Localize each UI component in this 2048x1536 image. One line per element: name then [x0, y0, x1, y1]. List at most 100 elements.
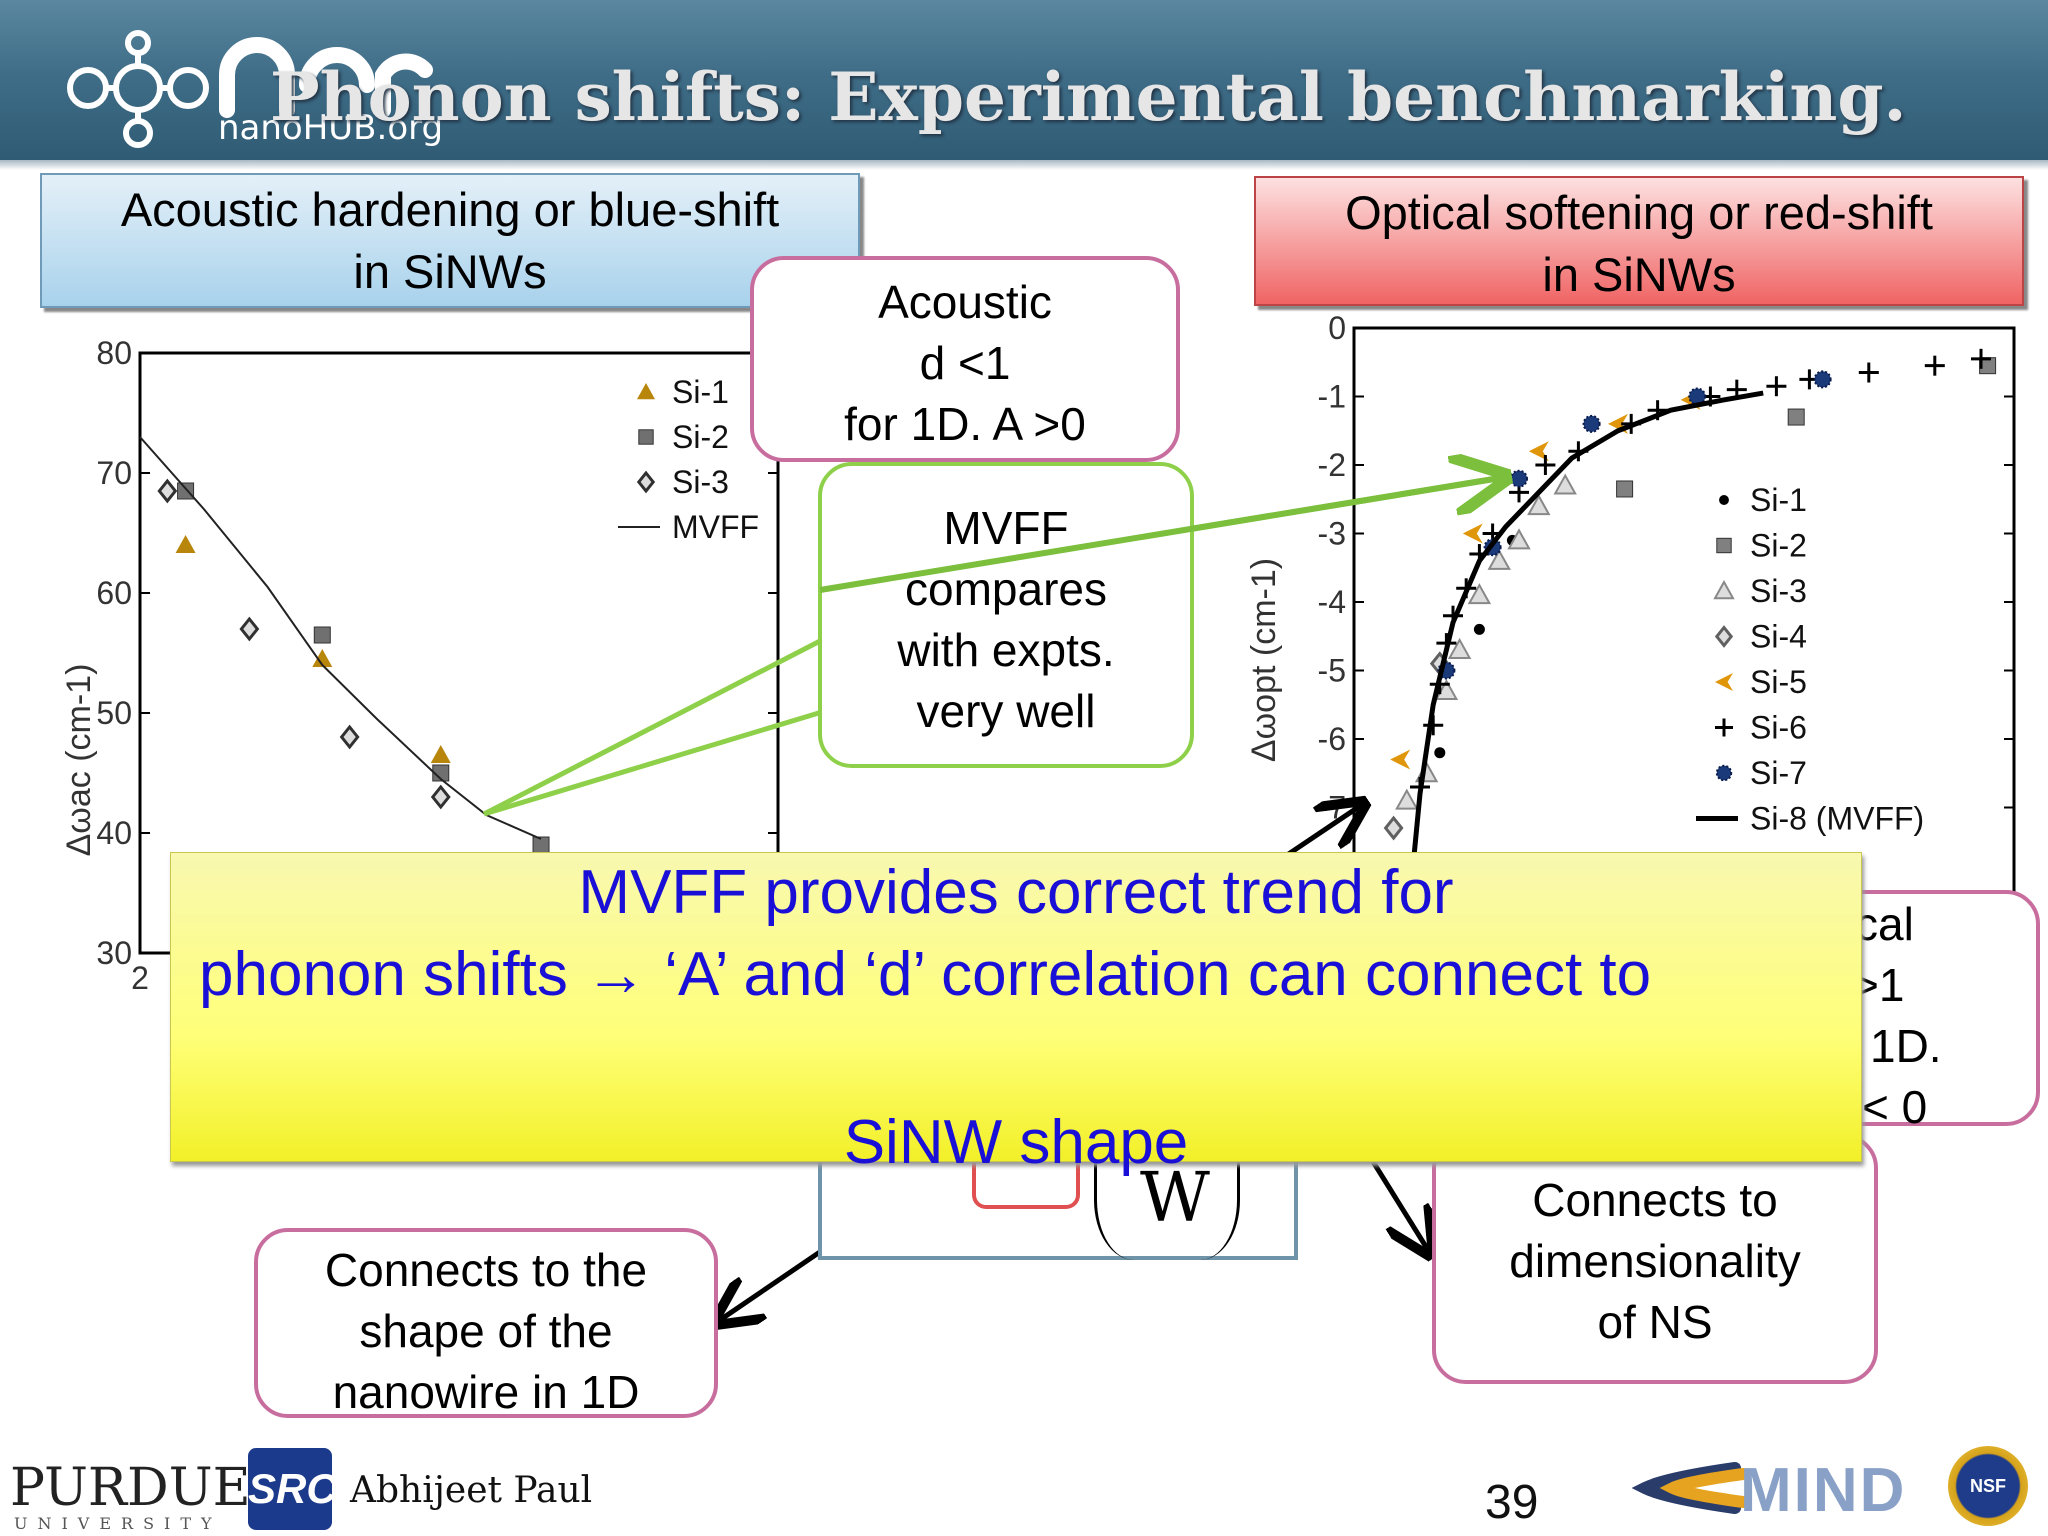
data-point-Si-3 [1467, 583, 1492, 605]
mvff-callout: MVFF compares with expts. very well [818, 462, 1194, 768]
legend-label: Si-5 [1750, 664, 1807, 700]
acoustic-y-axis-label: Δωac (cm-1) [60, 664, 98, 857]
acoustic-series [139, 436, 550, 854]
data-point-Si-7 [1813, 370, 1832, 389]
legend-marker [1715, 718, 1733, 737]
formula-paren [1094, 1104, 1240, 1260]
dimensionality-callout-line1: Connects to [1532, 1174, 1778, 1226]
data-point-Si-2 [313, 626, 331, 644]
data-point-Si-2 [432, 764, 450, 782]
mind-swoosh-icon [1631, 1462, 1749, 1514]
shape-callout-line1: Connects to the [324, 1244, 648, 1296]
optical-callout-line3: 1D. [1870, 1020, 1942, 1072]
data-point-Si-3 [1434, 678, 1459, 701]
data-point-Si-6 [1535, 455, 1556, 475]
legend-marker [1719, 495, 1729, 505]
legend-marker [1714, 625, 1734, 648]
legend-marker [1713, 579, 1735, 600]
y-tick-label: 70 [96, 455, 132, 491]
nanohub-logo-text: nanoHUB.org [218, 108, 444, 148]
x-tick-label: 2 [131, 960, 149, 996]
y-tick-label: 50 [96, 695, 132, 731]
mind-logo: MIND [1740, 1456, 1907, 1525]
data-point-Si-2 [1787, 408, 1805, 426]
purdue-logo: PURDUE [10, 1458, 251, 1518]
y-tick-label: 40 [96, 815, 132, 851]
optical-series [1383, 348, 1997, 863]
optical-title-line1: Optical softening or red-shift [1345, 186, 1933, 239]
data-point-Si-1 [312, 649, 333, 667]
optical-plot-frame [1352, 326, 2016, 920]
page-number: 39 [1485, 1476, 1539, 1529]
y-tick-label: -2 [1318, 447, 1346, 483]
legend-marker [637, 383, 655, 400]
data-point-Si-1 [175, 535, 196, 553]
data-point-Si-5 [1528, 441, 1549, 462]
optical-title-line2: in SiNWs [1542, 248, 1736, 301]
summary-banner: MVFF provides correct trend for phonon s… [170, 852, 1862, 1177]
header-bar [0, 0, 2048, 165]
data-point-Si-3 [1527, 494, 1551, 516]
dimensionality-callout-line2: dimensionality [1509, 1235, 1801, 1287]
legend-label: Si-2 [672, 419, 729, 455]
data-point-Si-3 [1487, 548, 1511, 570]
data-point-Si-3 [1447, 637, 1472, 659]
y-tick-label: -4 [1318, 584, 1346, 620]
data-point-Si-5 [1390, 749, 1411, 770]
legend-marker [1715, 673, 1733, 691]
acoustic-callout: Acoustic d <1 for 1D. A >0 [750, 256, 1180, 462]
legend-label: Si-2 [1750, 528, 1807, 564]
optical-y-axis-label: Δωopt (cm-1) [1245, 558, 1283, 762]
y-tick-label: 60 [96, 575, 132, 611]
formula-w: W [1140, 1159, 1210, 1238]
header-shadow [0, 160, 2048, 170]
nsf-logo: NSF [1948, 1446, 2028, 1526]
mvff-callout-line4: very well [916, 685, 1096, 737]
nanohub-logo-arcs [219, 37, 433, 118]
legend-label: Si-1 [1750, 482, 1807, 518]
src-logo: SRC [248, 1448, 337, 1530]
optical-shift-chart: 0-1-2-3-4-5-6-7 Δωopt (cm-1) Si-1Si-2Si-… [1245, 310, 2016, 920]
dimensionality-callout-line3: of NS [1597, 1296, 1713, 1348]
mvff-callout-line1: MVFF [943, 502, 1069, 554]
acoustic-title-line2: in SiNWs [353, 245, 547, 298]
y-tick-label: 0 [1328, 310, 1346, 346]
green-pointer-upper [482, 637, 824, 817]
legend-label: Si-3 [1750, 573, 1807, 609]
legend-marker [1716, 537, 1732, 554]
data-point-Si-3 [239, 616, 260, 642]
banner-line1: MVFF provides correct trend for [578, 858, 1454, 927]
dimensionality-callout: Connects to dimensionality of NS [1432, 1134, 1878, 1384]
series-line-Si-8 (MVFF) [1410, 390, 1764, 863]
acoustic-panel-title: Acoustic hardening or blue-shift in SiNW… [40, 173, 860, 308]
data-point-Si-4 [1383, 815, 1404, 841]
green-arrow-through-callout [819, 475, 1501, 593]
data-point-Si-2 [1616, 480, 1634, 498]
y-tick-label: -6 [1318, 721, 1346, 757]
legend-label: Si-4 [1750, 619, 1807, 655]
series-line-MVFF [139, 436, 542, 840]
author-name: Abhijeet Paul [350, 1470, 593, 1511]
legend-marker [638, 429, 654, 445]
data-point-Si-3 [1395, 788, 1419, 810]
legend-label: MVFF [672, 509, 759, 545]
shape-callout-line2: shape of the [359, 1305, 613, 1357]
y-tick-label: -1 [1318, 379, 1346, 415]
shape-callout-line3: nanowire in 1D [332, 1366, 640, 1418]
data-point-Si-3 [430, 784, 451, 810]
purdue-logo-sub: UNIVERSITY [14, 1514, 222, 1533]
nanohub-molecule-icon [67, 30, 209, 148]
shape-callout: Connects to the shape of the nanowire in… [254, 1228, 718, 1418]
data-point-Si-3 [1553, 473, 1577, 495]
y-tick-label: 80 [96, 335, 132, 371]
data-point-Si-6 [1971, 348, 1991, 369]
mvff-callout-line3: with expts. [897, 624, 1115, 676]
data-point-Si-3 [157, 478, 178, 504]
acoustic-callout-line3: for 1D. A >0 [844, 398, 1086, 450]
banner-line2: phonon shifts → ‘A’ and ‘d’ correlation … [199, 940, 1652, 1009]
acoustic-callout-line1: Acoustic [878, 276, 1052, 328]
data-point-Si-7 [1582, 414, 1601, 433]
data-point-Si-3 [339, 724, 360, 750]
legend-label: Si-1 [672, 374, 729, 410]
